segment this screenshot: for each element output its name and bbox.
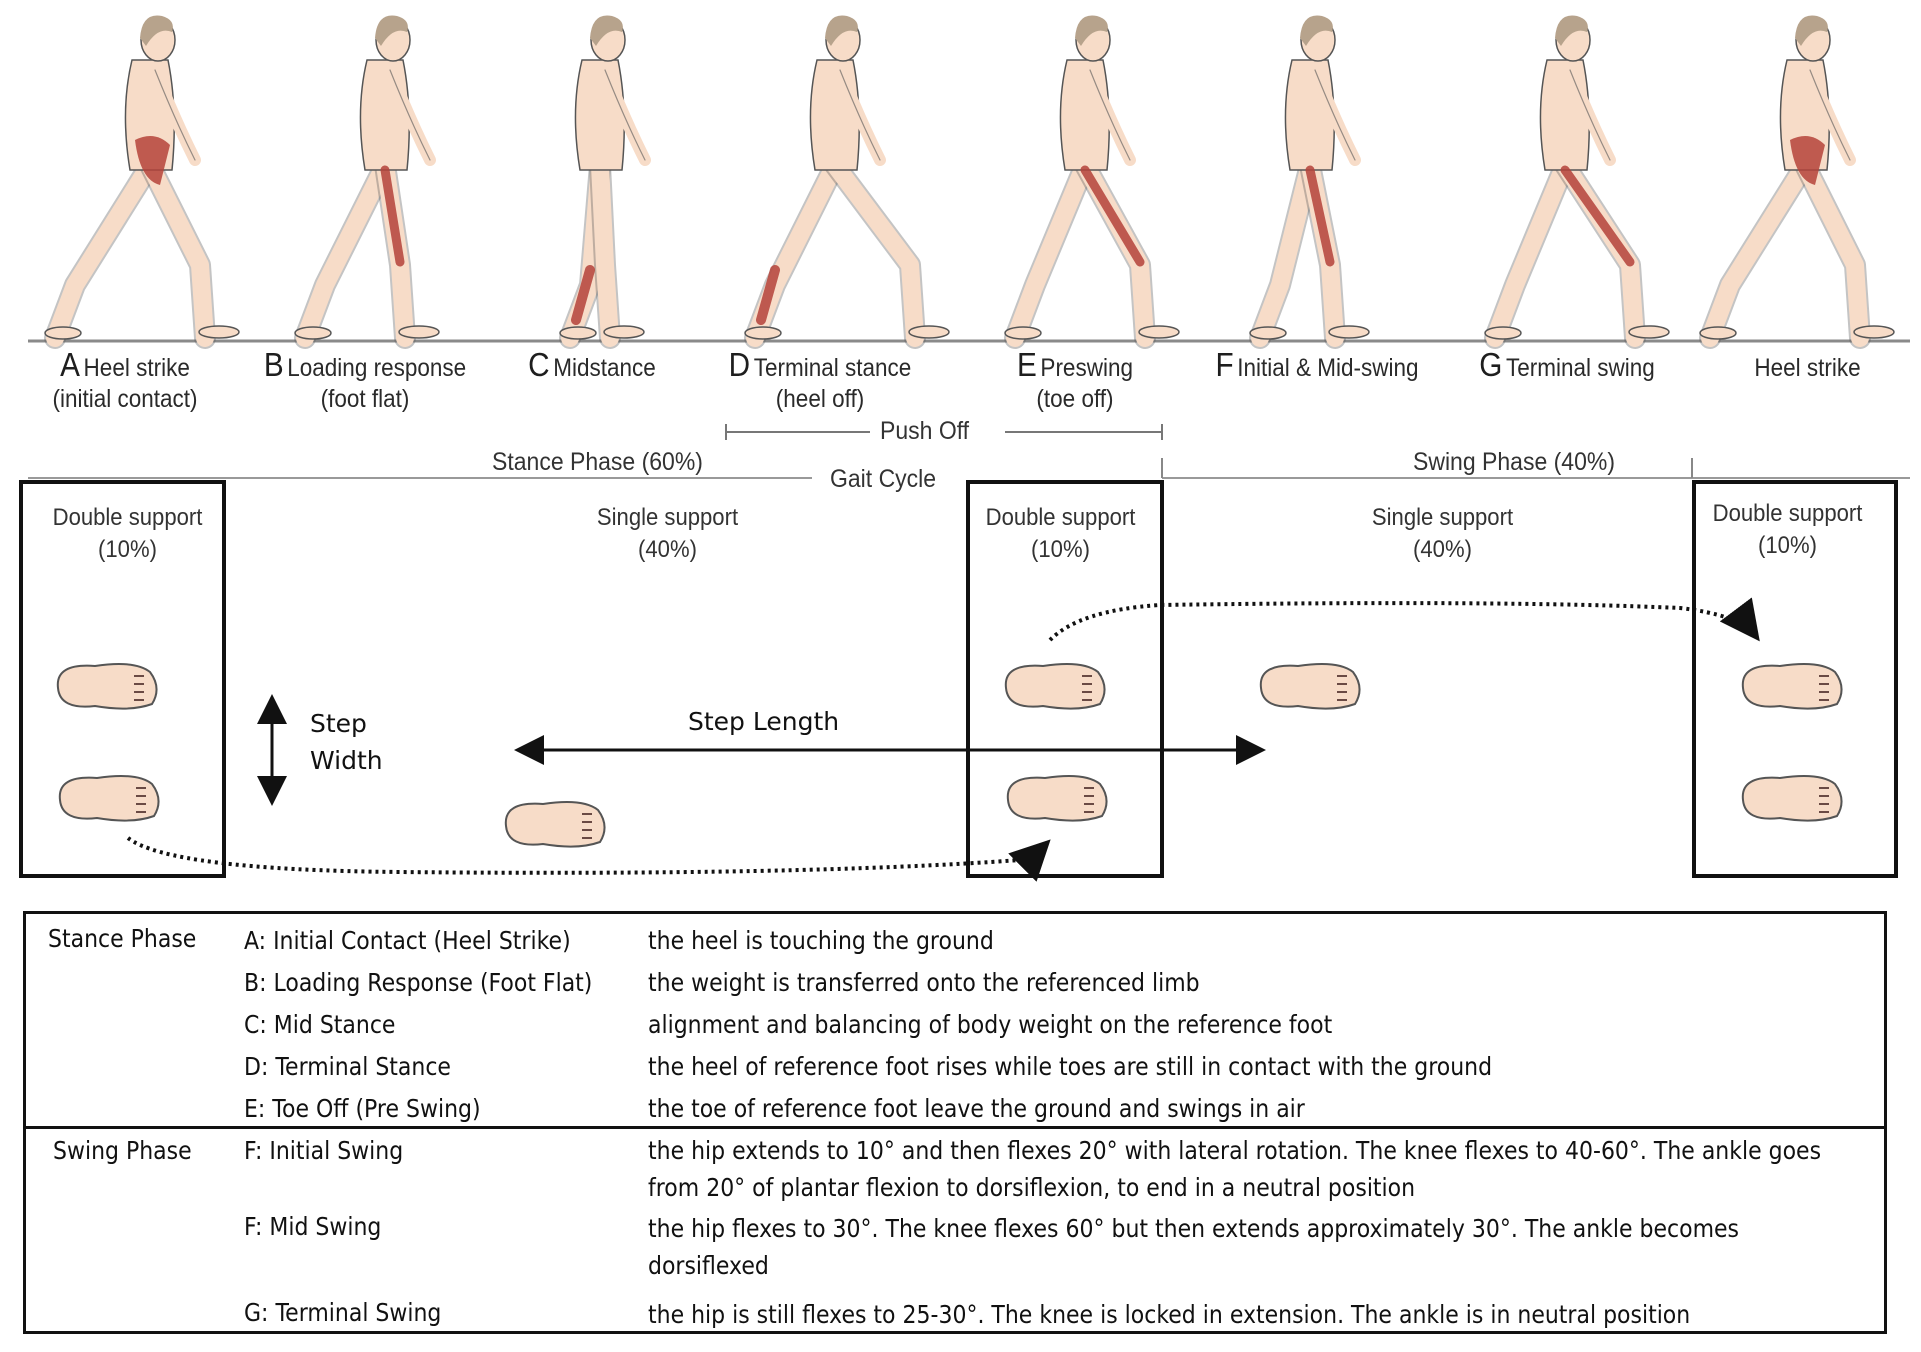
- footprints: [56, 663, 1843, 848]
- stance-phase-label: Stance Phase (60%): [492, 448, 703, 476]
- phase-name: Loading response: [287, 354, 467, 382]
- phase-name: Terminal swing: [1505, 354, 1655, 382]
- table-stage: C: Mid Stance: [244, 1010, 396, 1039]
- table-description: the hip flexes to 30°. The knee flexes 6…: [648, 1214, 1740, 1280]
- footprint-7-icon: [1741, 663, 1843, 710]
- phase-name: Initial & Mid-swing: [1237, 354, 1419, 382]
- table-description: the hip extends to 10° and then flexes 2…: [648, 1136, 1822, 1202]
- phase-letter: A: [60, 346, 80, 383]
- support-label-2: Single support (40%): [573, 502, 762, 566]
- walking-figure-4: [744, 15, 950, 349]
- support-label-5: Double support (10%): [1693, 498, 1882, 562]
- push-off-bracket: [725, 424, 1163, 440]
- support-percent: (10%): [1031, 536, 1090, 563]
- support-percent: (10%): [1758, 532, 1817, 559]
- support-type: Double support: [52, 504, 203, 531]
- table-divider: [26, 1126, 1884, 1129]
- phase-letter: D: [728, 346, 751, 383]
- table-description: the heel of reference foot rises while t…: [648, 1052, 1493, 1081]
- swing-phase-label: Swing Phase (40%): [1413, 448, 1615, 476]
- walking-figure-3: [559, 15, 651, 349]
- table-description: the heel is touching the ground: [648, 926, 994, 955]
- step-width-label: Step Width: [310, 705, 383, 779]
- walking-figure-5: [1004, 15, 1180, 349]
- table-description: the weight is transferred onto the refer…: [648, 968, 1200, 997]
- walking-figure-7: [1484, 15, 1670, 349]
- footprint-5-icon: [1006, 775, 1108, 822]
- double-support-box-3: [1692, 480, 1898, 878]
- table-stage: G: Terminal Swing: [244, 1298, 442, 1327]
- footprint-3-icon: [504, 801, 606, 848]
- gait-cycle-label: Gait Cycle: [830, 465, 937, 493]
- double-support-box-1: [19, 480, 226, 878]
- double-support-box-2: [966, 480, 1164, 878]
- step-length-label: Step Length: [688, 707, 840, 736]
- support-percent: (40%): [638, 536, 697, 563]
- gait-cycle-line: [28, 458, 1910, 479]
- table-stage: A: Initial Contact (Heel Strike): [244, 926, 571, 955]
- walking-figures: [44, 15, 1895, 349]
- walking-figure-6: [1249, 15, 1370, 349]
- walking-figure-1: [44, 15, 240, 349]
- table-description: the hip is still flexes to 25-30°. The k…: [648, 1300, 1691, 1329]
- table-stage: F: Mid Swing: [244, 1212, 382, 1241]
- walking-figure-2: [294, 15, 440, 349]
- phase-name: Heel strike: [83, 354, 190, 382]
- phase-name: Preswing: [1040, 354, 1133, 382]
- push-off-label: Push Off: [880, 417, 970, 445]
- support-type: Double support: [985, 504, 1136, 531]
- phase-letter: G: [1479, 346, 1503, 383]
- phase-name: Midstance: [553, 354, 656, 382]
- footprint-8-icon: [1741, 775, 1843, 822]
- table-phase-stance: Stance Phase: [48, 924, 197, 953]
- support-label-1: Double support (10%): [33, 502, 222, 566]
- support-type: Single support: [596, 504, 739, 531]
- step-width-line2: Width: [310, 746, 383, 775]
- phase-sub: (toe off): [1036, 385, 1114, 413]
- gait-phase-table: Stance Phase A: Initial Contact (Heel St…: [23, 911, 1887, 1334]
- table-description: the toe of reference foot leave the grou…: [648, 1094, 1305, 1123]
- phase-name: Terminal stance: [753, 354, 912, 382]
- phase-letter: E: [1017, 346, 1037, 383]
- footprint-6-icon: [1259, 663, 1361, 710]
- footprint-2-icon: [58, 775, 160, 822]
- support-percent: (40%): [1413, 536, 1472, 563]
- phase-sub: (heel off): [775, 385, 865, 413]
- swing-trajectory-lower: [126, 836, 1051, 882]
- support-type: Single support: [1371, 504, 1514, 531]
- phase-letter: C: [528, 346, 550, 383]
- step-width-line1: Step: [310, 709, 367, 738]
- support-type: Double support: [1712, 500, 1863, 527]
- table-phase-swing: Swing Phase: [53, 1136, 192, 1165]
- phase-letter: B: [263, 346, 284, 383]
- footprint-4-icon: [1004, 663, 1106, 710]
- footprint-1-icon: [56, 663, 158, 710]
- table-description: alignment and balancing of body weight o…: [648, 1010, 1333, 1039]
- table-stage: E: Toe Off (Pre Swing): [244, 1094, 481, 1123]
- table-stage: F: Initial Swing: [244, 1136, 404, 1165]
- table-stage: B: Loading Response (Foot Flat): [244, 968, 593, 997]
- phase-sub: (initial contact): [52, 385, 198, 413]
- support-label-4: Single support (40%): [1348, 502, 1537, 566]
- phase-sub: (foot flat): [320, 385, 410, 413]
- walking-figure-8: [1699, 15, 1895, 349]
- support-percent: (10%): [98, 536, 157, 563]
- support-label-3: Double support (10%): [966, 502, 1155, 566]
- phase-letter: F: [1215, 346, 1234, 383]
- swing-trajectory-upper: [1048, 597, 1760, 642]
- phase-name: Heel strike: [1754, 354, 1861, 382]
- phase-label-heel-strike: Heel strike: [1738, 353, 1878, 384]
- table-stage: D: Terminal Stance: [244, 1052, 451, 1081]
